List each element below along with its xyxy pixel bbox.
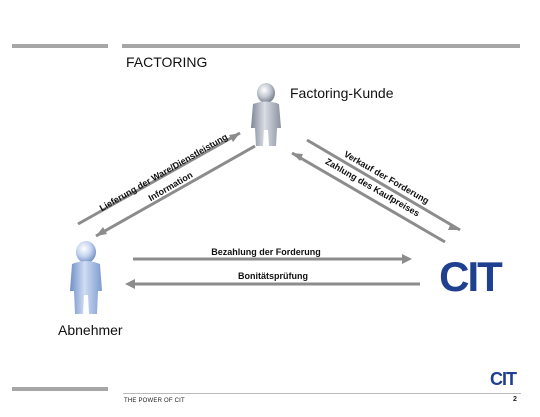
header-bar-left bbox=[12, 44, 108, 48]
footer-bar-left bbox=[12, 387, 108, 391]
flow-label-bottom-bottom: Bonitätsprüfung bbox=[238, 271, 308, 281]
footer-divider bbox=[123, 393, 521, 394]
flow-label-bottom-top: Bezahlung der Forderung bbox=[211, 247, 321, 257]
bottom-flow-arrows bbox=[125, 254, 420, 289]
debtor-person-icon bbox=[70, 241, 102, 314]
page-number: 2 bbox=[513, 396, 517, 403]
client-person-icon bbox=[251, 83, 281, 146]
cit-logo-text: CIT bbox=[439, 253, 503, 300]
cit-logo: CIT bbox=[439, 253, 505, 300]
client-label: Factoring-Kunde bbox=[290, 85, 394, 101]
right-flow-arrows bbox=[291, 138, 461, 244]
cit-footer-logo-text: CIT bbox=[490, 369, 517, 389]
left-flow-arrows bbox=[77, 131, 256, 238]
header-bar-right bbox=[122, 44, 520, 48]
footer-tagline: THE POWER OF CIT bbox=[124, 398, 185, 404]
cit-footer-logo: CIT bbox=[490, 369, 518, 389]
debtor-label: Abnehmer bbox=[58, 322, 123, 338]
slide-title: FACTORING bbox=[126, 54, 208, 70]
